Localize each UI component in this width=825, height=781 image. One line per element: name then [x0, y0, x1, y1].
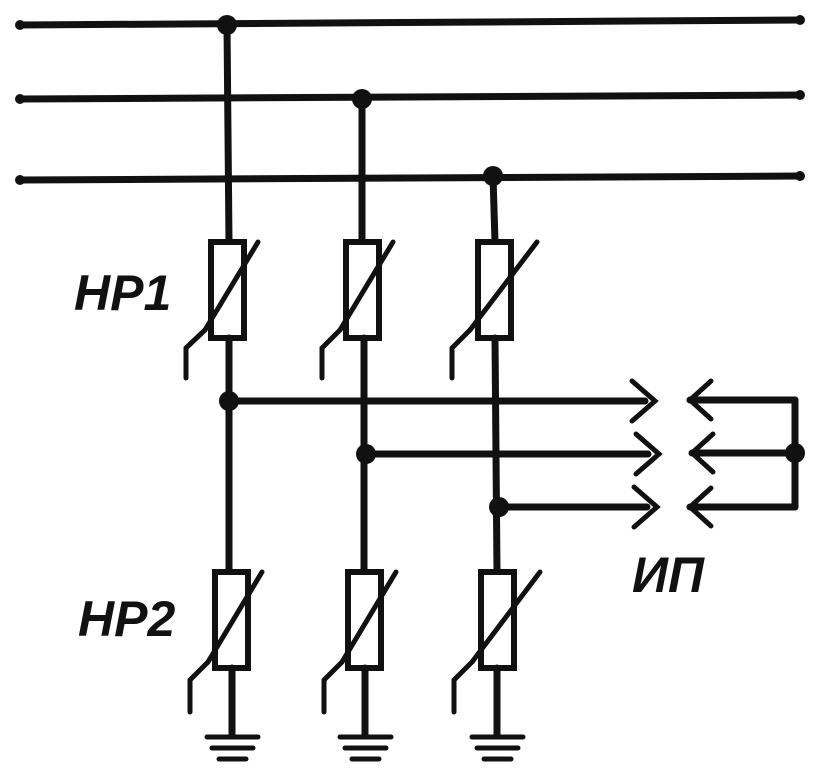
varistor-slash: [337, 239, 396, 333]
phase-line-1: [16, 16, 804, 29]
varistor-tail: [319, 327, 343, 381]
line-end-dot: [795, 90, 805, 100]
column-1: [183, 15, 649, 762]
vertical-wire: [223, 21, 233, 246]
line-end-dot: [15, 20, 25, 30]
varistor-hr1-phase3: [475, 239, 514, 341]
varistor-hr2-phase3: [478, 569, 517, 671]
phase-line-3: [16, 172, 804, 184]
connector: [629, 378, 805, 530]
label-hr2: НР2: [78, 591, 175, 647]
line-end-dot: [795, 171, 805, 181]
junction-node: [785, 443, 805, 463]
varistor-tail: [449, 327, 473, 381]
varistor-tail: [183, 327, 208, 381]
vertical-wire: [489, 172, 499, 246]
phase-lines: [15, 15, 805, 185]
ground-icon: [204, 734, 261, 762]
ground-icon: [469, 734, 526, 762]
label-ip: ИП: [632, 547, 705, 603]
varistor-slash: [467, 239, 540, 333]
line-end-dot: [15, 175, 25, 185]
varistor-slash: [202, 239, 261, 333]
varistor-tail: [321, 659, 345, 715]
varistor-tail: [187, 659, 211, 715]
plug-chevron-icon: [631, 484, 661, 530]
label-hr1: НР1: [74, 265, 171, 321]
vertical-wire: [491, 334, 501, 576]
column-2: [319, 89, 652, 762]
column-3: [449, 166, 651, 762]
ground-icon: [337, 734, 394, 762]
phase-line-2: [16, 91, 804, 103]
plug-chevron-icon: [633, 431, 663, 477]
line-end-dot: [15, 94, 25, 104]
line-end-dot: [795, 15, 805, 25]
varistor-slash: [205, 569, 265, 665]
varistor-slash: [339, 569, 399, 665]
varistor-tail: [451, 659, 475, 715]
varistor-slash: [469, 569, 543, 665]
plug-chevron-icon: [629, 378, 659, 424]
